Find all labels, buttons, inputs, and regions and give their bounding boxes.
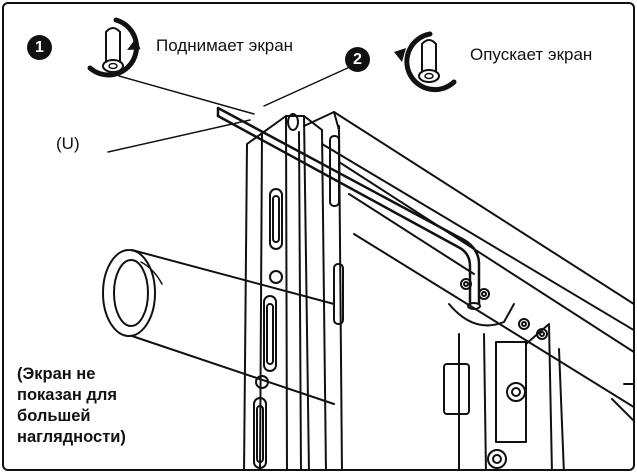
vertical-rail: [243, 113, 310, 469]
step-1-badge: 1: [27, 35, 52, 60]
step-2-badge: 2: [345, 47, 370, 72]
lower-screen-label: Опускает экран: [470, 45, 593, 64]
note-line: (Экран не: [17, 365, 96, 383]
rotate-clockwise-icon: [87, 17, 141, 78]
note-line: показан для: [17, 386, 117, 404]
leader-line-lower: [263, 65, 353, 107]
mount-illustration: [102, 65, 633, 469]
tool-u-label: (U): [56, 134, 80, 153]
raise-screen-label: Поднимает экран: [156, 36, 294, 55]
bolt: [518, 318, 530, 330]
note-line: наглядности): [17, 428, 126, 446]
rear-rail: [303, 115, 344, 469]
bolt: [478, 288, 490, 300]
note-line: большей: [17, 407, 91, 425]
tilt-mechanism: [443, 303, 633, 469]
screen-not-shown-note: (Экран не показан для большей наглядност…: [17, 364, 126, 448]
rotate-counterclockwise-icon: [394, 31, 457, 93]
hex-key-tool: [216, 106, 481, 310]
leader-line-u: [107, 119, 251, 153]
leader-line-raise: [118, 75, 255, 115]
